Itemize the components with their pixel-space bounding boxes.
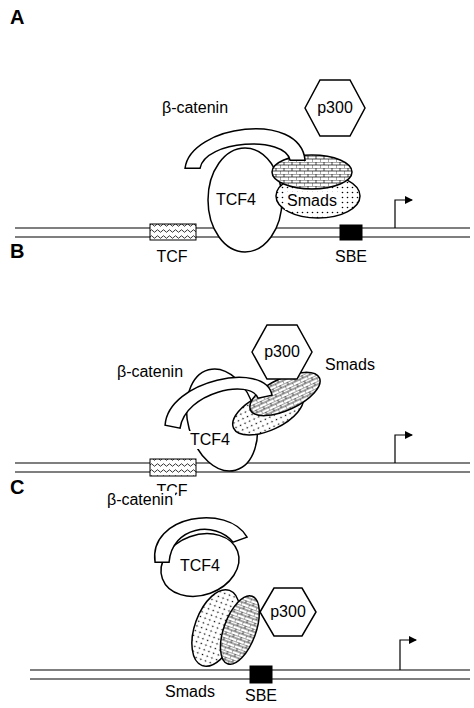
protein-label: β-catenin (105, 491, 175, 509)
hexagon-outline (305, 80, 365, 136)
protein-label: β-catenin (160, 99, 230, 117)
p300-hexagon: p300 (250, 323, 314, 381)
crescent-outline (185, 129, 305, 168)
crescent-outline (165, 377, 272, 428)
protein-label: SBE (333, 248, 369, 266)
protein-label: Smads (285, 192, 339, 210)
protein-label: SBE (243, 687, 279, 705)
p300-hexagon: p300 (258, 586, 318, 638)
sbe-site: SBE (333, 223, 369, 266)
protein-ellipse (208, 148, 282, 252)
dna-element-box (150, 459, 196, 476)
beta-catenin-arc: β-catenin (115, 363, 276, 432)
protein-ellipse (272, 155, 352, 189)
dna-element-box (150, 224, 196, 240)
dna-element-box (250, 666, 272, 683)
panel-letter: C (10, 476, 24, 498)
crescent-outline (155, 518, 247, 562)
protein-label: p300 (315, 99, 355, 117)
beta-catenin-arc: β-catenin (160, 99, 310, 172)
protein-label: Smads (323, 356, 377, 374)
hexagon-outline (252, 325, 312, 379)
tcf-site: TCF (148, 222, 198, 266)
p300-hexagon: p300 (303, 78, 367, 138)
dna-element-box (340, 225, 362, 240)
protein-label: p300 (262, 343, 302, 361)
protein-label: Smads (163, 683, 217, 701)
hexagon-outline (260, 588, 316, 636)
beta-catenin-arc: β-catenin (105, 491, 251, 566)
sbe-site: SBE (243, 664, 279, 705)
smads-complex: Smads (163, 586, 278, 701)
protein-ellipse (213, 591, 268, 670)
protein-label: TCF4 (178, 557, 222, 575)
protein-label: TCF4 (188, 431, 232, 449)
protein-label: TCF (154, 248, 189, 266)
panel-letter: B (10, 240, 24, 262)
protein-label: p300 (268, 603, 308, 621)
protein-label: TCF4 (214, 191, 258, 209)
panel-letter: A (10, 6, 24, 28)
protein-label: β-catenin (115, 363, 185, 381)
